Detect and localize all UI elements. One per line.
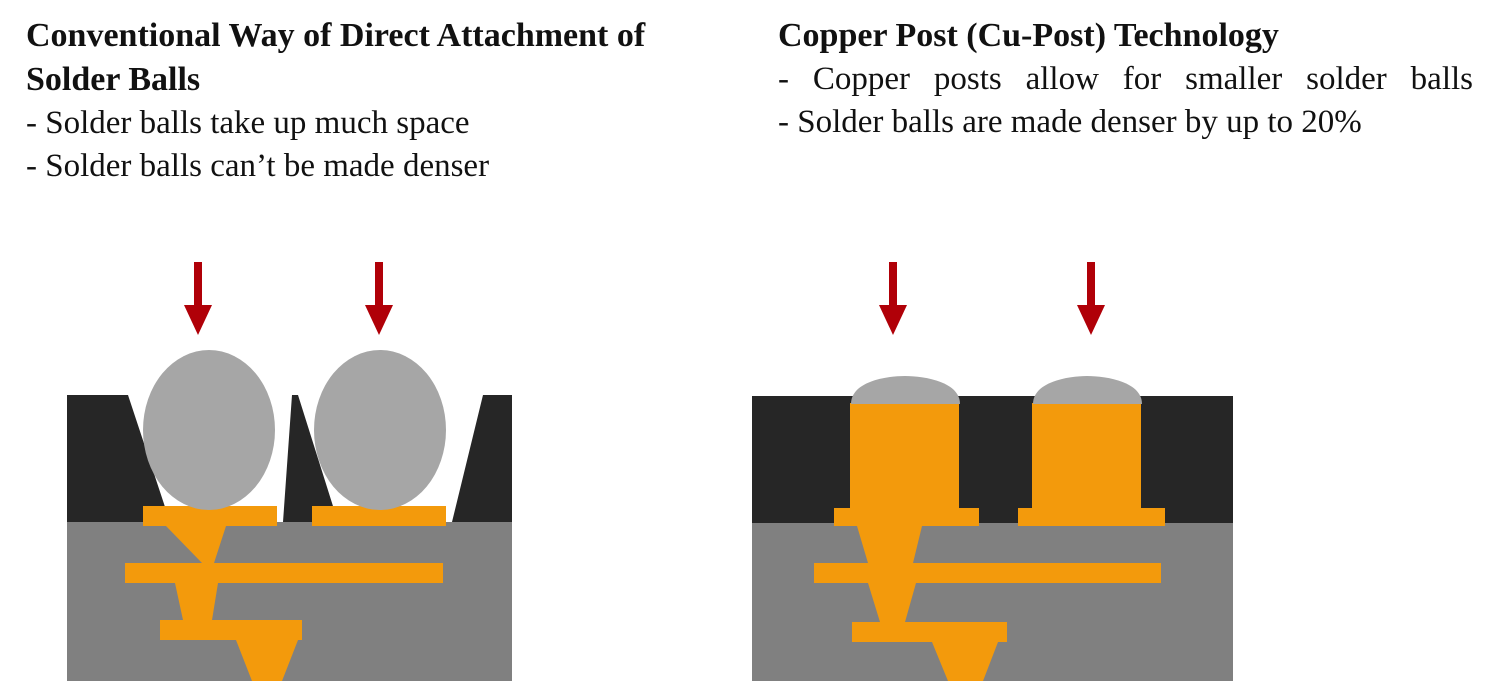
left-bullet-2: - Solder balls can’t be made denser xyxy=(26,148,490,184)
copper-post-1 xyxy=(850,403,959,513)
down-arrow-icon xyxy=(1077,262,1105,335)
down-arrow-icon xyxy=(879,262,907,335)
right-panel-title: Copper Post (Cu-Post) Technology xyxy=(778,17,1279,54)
right-bullet-1: - Copper posts allow for smaller solder … xyxy=(778,61,1473,97)
copper-traces-left xyxy=(125,506,446,681)
left-bullet-1: - Solder balls take up much space xyxy=(26,105,470,141)
conventional-diagram xyxy=(67,262,512,681)
right-bullet-2: - Solder balls are made denser by up to … xyxy=(778,104,1362,140)
down-arrow-icon xyxy=(184,262,212,335)
copper-post-2 xyxy=(1032,403,1141,513)
substrate-layer xyxy=(752,523,1233,681)
solder-cap-2 xyxy=(1033,376,1142,404)
left-panel-title: Conventional Way of Direct Attachment of… xyxy=(26,17,646,98)
solder-ball-1 xyxy=(143,350,275,510)
solder-ball-2 xyxy=(314,350,446,510)
solder-mask-layer xyxy=(67,395,512,522)
right-panel-text: Copper Post (Cu-Post) Technology - Coppe… xyxy=(778,14,1478,144)
left-panel-text: Conventional Way of Direct Attachment of… xyxy=(26,14,726,188)
copper-traces-right xyxy=(814,403,1165,681)
solder-cap-1 xyxy=(851,376,960,404)
copper-post-diagram xyxy=(752,262,1233,681)
down-arrow-icon xyxy=(365,262,393,335)
solder-mask-layer xyxy=(752,396,1233,523)
